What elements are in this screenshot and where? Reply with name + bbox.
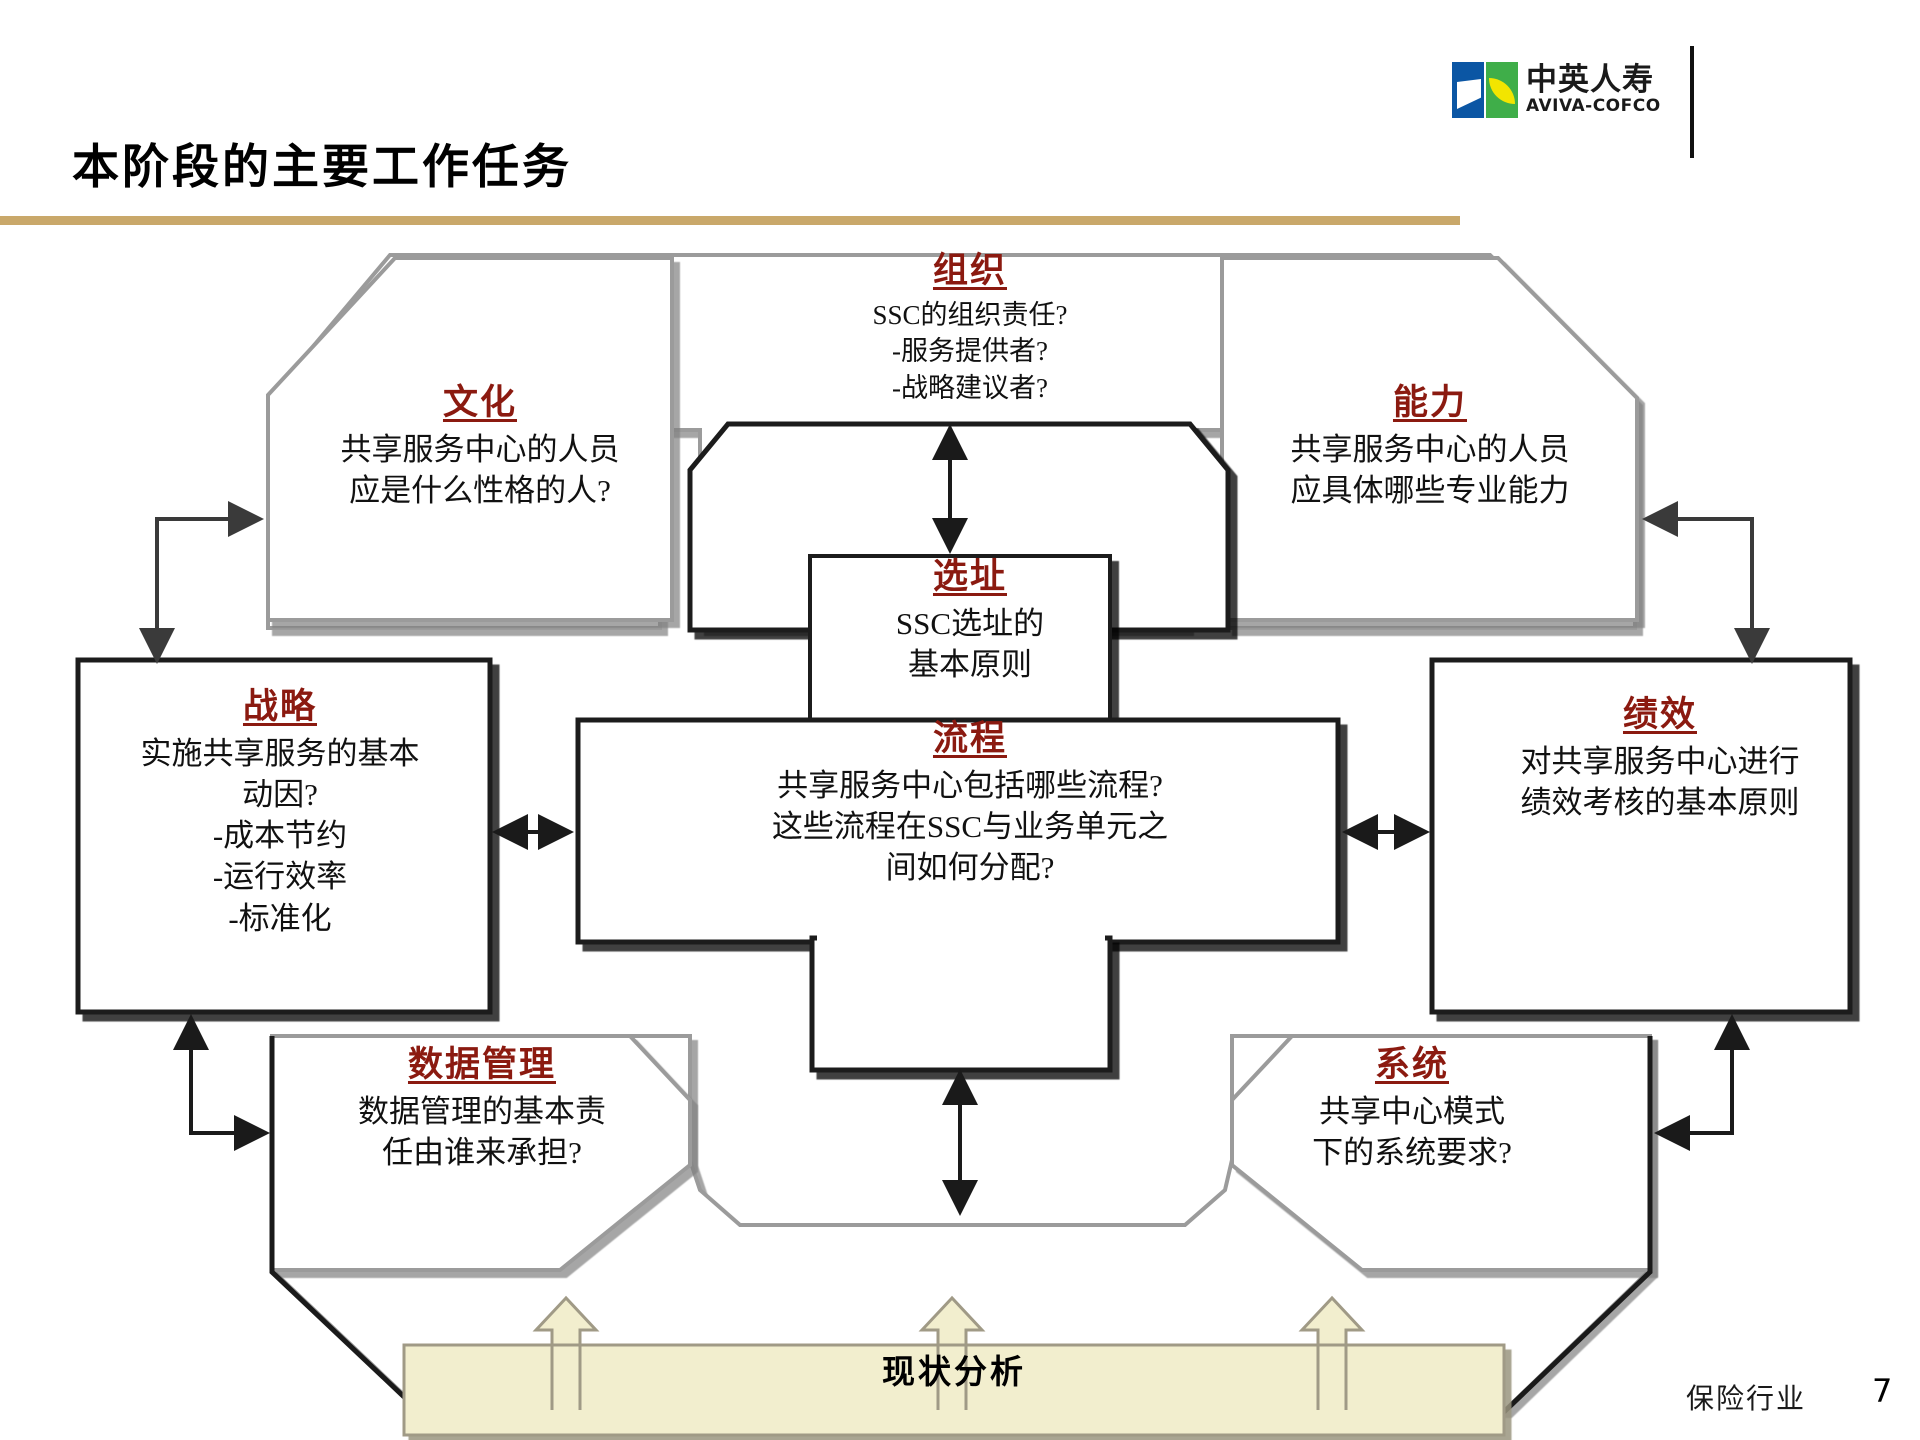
node-line: 共享服务中心包括哪些流程? bbox=[777, 767, 1163, 803]
node-line: 共享中心模式 bbox=[1319, 1093, 1505, 1129]
node-culture-body: 共享服务中心的人员 应是什么性格的人? bbox=[280, 429, 680, 511]
logo-wordmark: 中英人寿 AVIVA-COFCO bbox=[1526, 65, 1661, 115]
node-current-state-label: 现状分析 bbox=[882, 1352, 1026, 1391]
node-line: 实施共享服务的基本 bbox=[140, 735, 420, 771]
node-data-management: 数据管理 数据管理的基本责 任由谁来承担? bbox=[282, 1044, 682, 1173]
node-line: 应是什么性格的人? bbox=[349, 472, 611, 508]
node-strategy-body: 实施共享服务的基本 动因? -成本节约 -运行效率 -标准化 bbox=[80, 733, 480, 939]
node-site: 选址 SSC选址的 基本原则 bbox=[820, 556, 1120, 685]
node-line: 下的系统要求? bbox=[1312, 1134, 1512, 1170]
arrow-strategy-to-data-management bbox=[173, 1014, 270, 1151]
node-performance: 绩效 对共享服务中心进行 绩效考核的基本原则 bbox=[1450, 694, 1870, 823]
node-process-title: 流程 bbox=[932, 719, 1007, 759]
node-performance-body: 对共享服务中心进行 绩效考核的基本原则 bbox=[1450, 741, 1870, 823]
node-organization-body: SSC的组织责任? -服务提供者? -战略建议者? bbox=[700, 297, 1240, 406]
node-data-management-body: 数据管理的基本责 任由谁来承担? bbox=[282, 1091, 682, 1173]
node-line: 绩效考核的基本原则 bbox=[1520, 784, 1800, 820]
node-capability: 能力 共享服务中心的人员 应具体哪些专业能力 bbox=[1230, 382, 1630, 511]
node-system: 系统 共享中心模式 下的系统要求? bbox=[1212, 1044, 1612, 1173]
node-line: 间如何分配? bbox=[885, 850, 1055, 886]
node-line: -战略建议者? bbox=[892, 372, 1048, 403]
node-organization-title: 组织 bbox=[932, 251, 1007, 291]
node-culture-title: 文化 bbox=[442, 383, 517, 423]
node-line: 基本原则 bbox=[908, 646, 1032, 682]
node-data-management-title: 数据管理 bbox=[407, 1045, 556, 1085]
node-line: -服务提供者? bbox=[892, 336, 1048, 367]
logo-mark-icon bbox=[1452, 62, 1518, 118]
logo-chinese-name: 中英人寿 bbox=[1526, 62, 1654, 98]
performance-box-shape bbox=[1429, 657, 1853, 1015]
arrow-capability-to-performance bbox=[1642, 501, 1770, 664]
node-process: 流程 共享服务中心包括哪些流程? 这些流程在SSC与业务单元之 间如何分配? bbox=[590, 718, 1350, 888]
node-line: 动因? bbox=[242, 776, 318, 812]
node-line: SSC的组织责任? bbox=[872, 299, 1068, 330]
node-performance-title: 绩效 bbox=[1622, 695, 1697, 735]
node-line: -标准化 bbox=[228, 900, 332, 936]
logo-green-leaf-icon bbox=[1486, 62, 1518, 118]
node-capability-body: 共享服务中心的人员 应具体哪些专业能力 bbox=[1230, 429, 1630, 511]
bottom-frame-right-edge bbox=[1502, 1036, 1653, 1414]
node-strategy: 战略 实施共享服务的基本 动因? -成本节约 -运行效率 -标准化 bbox=[80, 686, 480, 939]
node-culture: 文化 共享服务中心的人员 应是什么性格的人? bbox=[280, 382, 680, 511]
page-title: 本阶段的主要工作任务 bbox=[72, 140, 572, 195]
bottom-frame-left-edge bbox=[269, 1036, 422, 1414]
node-line: 对共享服务中心进行 bbox=[1520, 743, 1800, 779]
node-process-body: 共享服务中心包括哪些流程? 这些流程在SSC与业务单元之 间如何分配? bbox=[590, 765, 1350, 889]
arrow-culture-to-strategy bbox=[139, 501, 264, 664]
node-line: SSC选址的 bbox=[895, 605, 1045, 641]
node-site-title: 选址 bbox=[932, 557, 1007, 597]
process-stem-shape bbox=[809, 935, 1113, 1073]
current-state-band-shape bbox=[402, 1343, 1506, 1437]
node-line: 共享服务中心的人员 bbox=[340, 431, 620, 467]
node-line: -运行效率 bbox=[212, 859, 348, 895]
footer-industry-label: 保险行业 bbox=[1686, 1384, 1807, 1415]
title-underline-rule bbox=[0, 216, 1460, 225]
node-strategy-title: 战略 bbox=[242, 687, 317, 727]
logo-latin-name: AVIVA-COFCO bbox=[1526, 96, 1661, 116]
culture-box-shape bbox=[266, 256, 674, 622]
node-system-title: 系统 bbox=[1374, 1045, 1449, 1085]
page-number: 7 bbox=[1872, 1372, 1893, 1410]
node-line: 应具体哪些专业能力 bbox=[1290, 472, 1570, 508]
company-logo: 中英人寿 AVIVA-COFCO bbox=[1452, 62, 1661, 118]
node-line: 这些流程在SSC与业务单元之 bbox=[771, 808, 1169, 844]
logo-blue-flag-icon bbox=[1452, 62, 1484, 118]
node-line: -成本节约 bbox=[212, 818, 348, 854]
node-site-body: SSC选址的 基本原则 bbox=[820, 603, 1120, 685]
arrow-performance-to-system bbox=[1654, 1014, 1750, 1151]
node-line: 共享服务中心的人员 bbox=[1290, 431, 1570, 467]
node-system-body: 共享中心模式 下的系统要求? bbox=[1212, 1091, 1612, 1173]
process-box-shape bbox=[575, 717, 1341, 945]
node-line: 任由谁来承担? bbox=[382, 1134, 582, 1170]
node-line: 数据管理的基本责 bbox=[358, 1093, 606, 1129]
node-organization: 组织 SSC的组织责任? -服务提供者? -战略建议者? bbox=[700, 250, 1240, 406]
logo-divider bbox=[1690, 46, 1694, 158]
strategy-box-shape bbox=[75, 657, 493, 1015]
node-capability-title: 能力 bbox=[1392, 383, 1467, 423]
